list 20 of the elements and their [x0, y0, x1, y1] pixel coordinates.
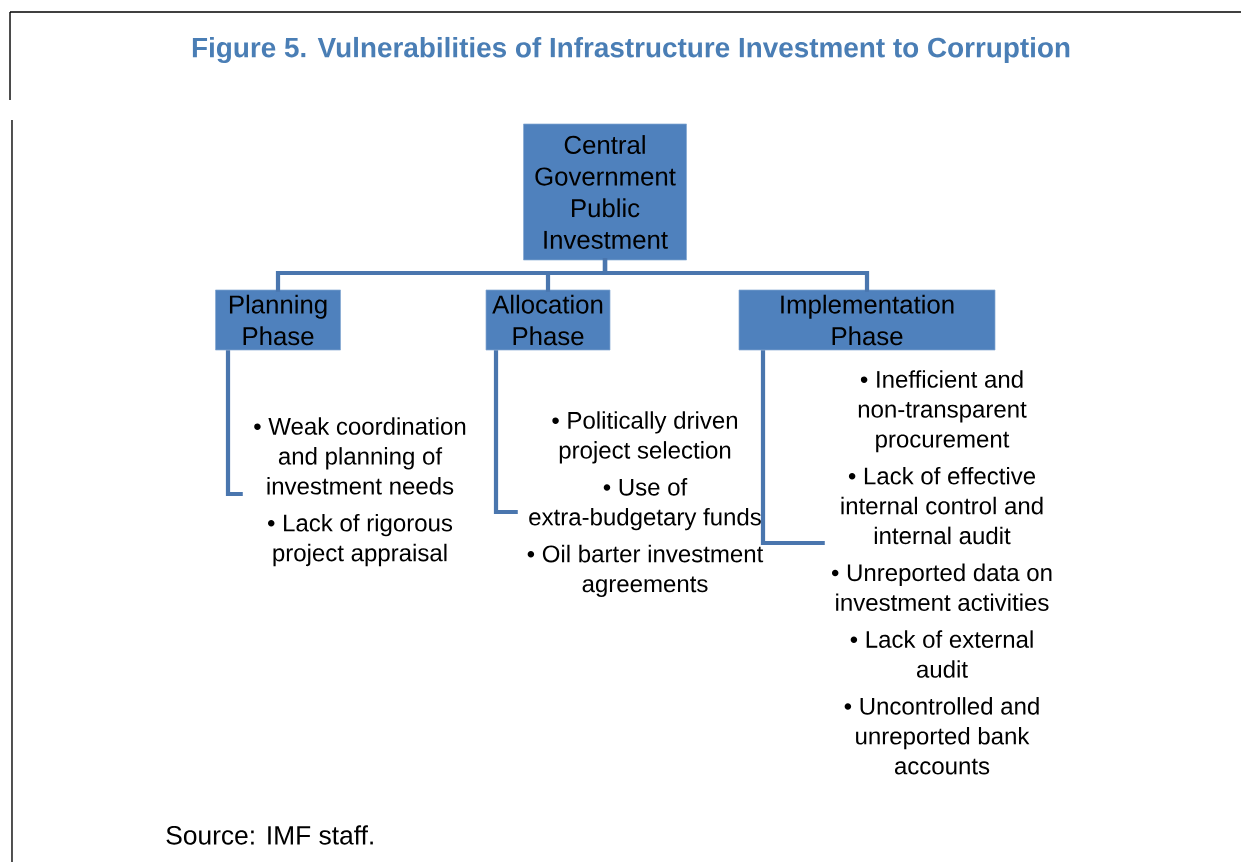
phase-box: Allocation Phase [485, 289, 611, 351]
phase-box: Implementation Phase [738, 289, 996, 351]
bracket-line [760, 350, 825, 546]
bullet-point: • Lack of external audit [850, 630, 1033, 678]
phase-box: Central Government Public Investment [523, 123, 687, 261]
bullet-point: • Unreported data on investment activities [831, 563, 1052, 612]
bullet-point: • Lack of rigorous project appraisal [268, 513, 453, 567]
bracket-line [493, 350, 518, 515]
bullet-point: • Politically driven project selection [552, 411, 737, 464]
figure-title: Figure 5. Vulnerabilities of Infrastructure Investment to Corruption [192, 36, 1070, 64]
bullet-point: • Uncontrolled and unreported bank accounts [844, 697, 1039, 775]
phase-box: Planning Phase [215, 289, 341, 351]
tree-connector [602, 258, 870, 292]
bullet-point: • Use of extra-budgetary funds [529, 478, 761, 531]
source-note: Source: IMF staff. [166, 825, 373, 845]
bullet-point: • Weak coordination and planning of investment needs [254, 417, 466, 495]
bullet-point: • Inefficient and non-transparent procurement [858, 370, 1027, 453]
bullet-point: • Lack of effective internal control and internal audit [841, 466, 1043, 545]
bullet-point: • Oil barter investment agreements [527, 544, 764, 598]
bracket-line [225, 350, 243, 497]
